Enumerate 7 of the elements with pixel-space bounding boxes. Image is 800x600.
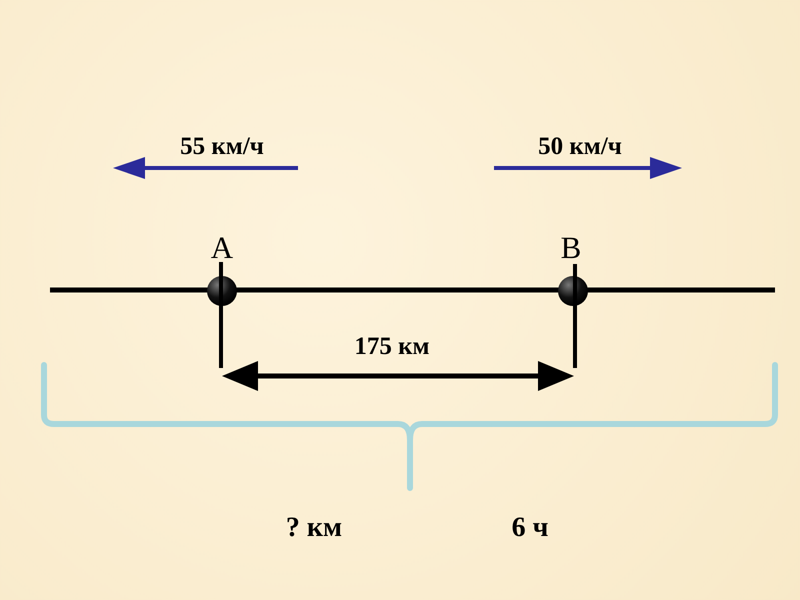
speed-label: 50 км/ч <box>538 134 622 159</box>
point-label: A <box>210 232 234 263</box>
speed-label: 55 км/ч <box>180 134 264 159</box>
unknown-distance-label: ? км <box>286 514 342 542</box>
point-label: B <box>560 232 582 263</box>
distance-label: 175 км <box>354 334 430 359</box>
time-label: 6 ч <box>512 514 548 542</box>
